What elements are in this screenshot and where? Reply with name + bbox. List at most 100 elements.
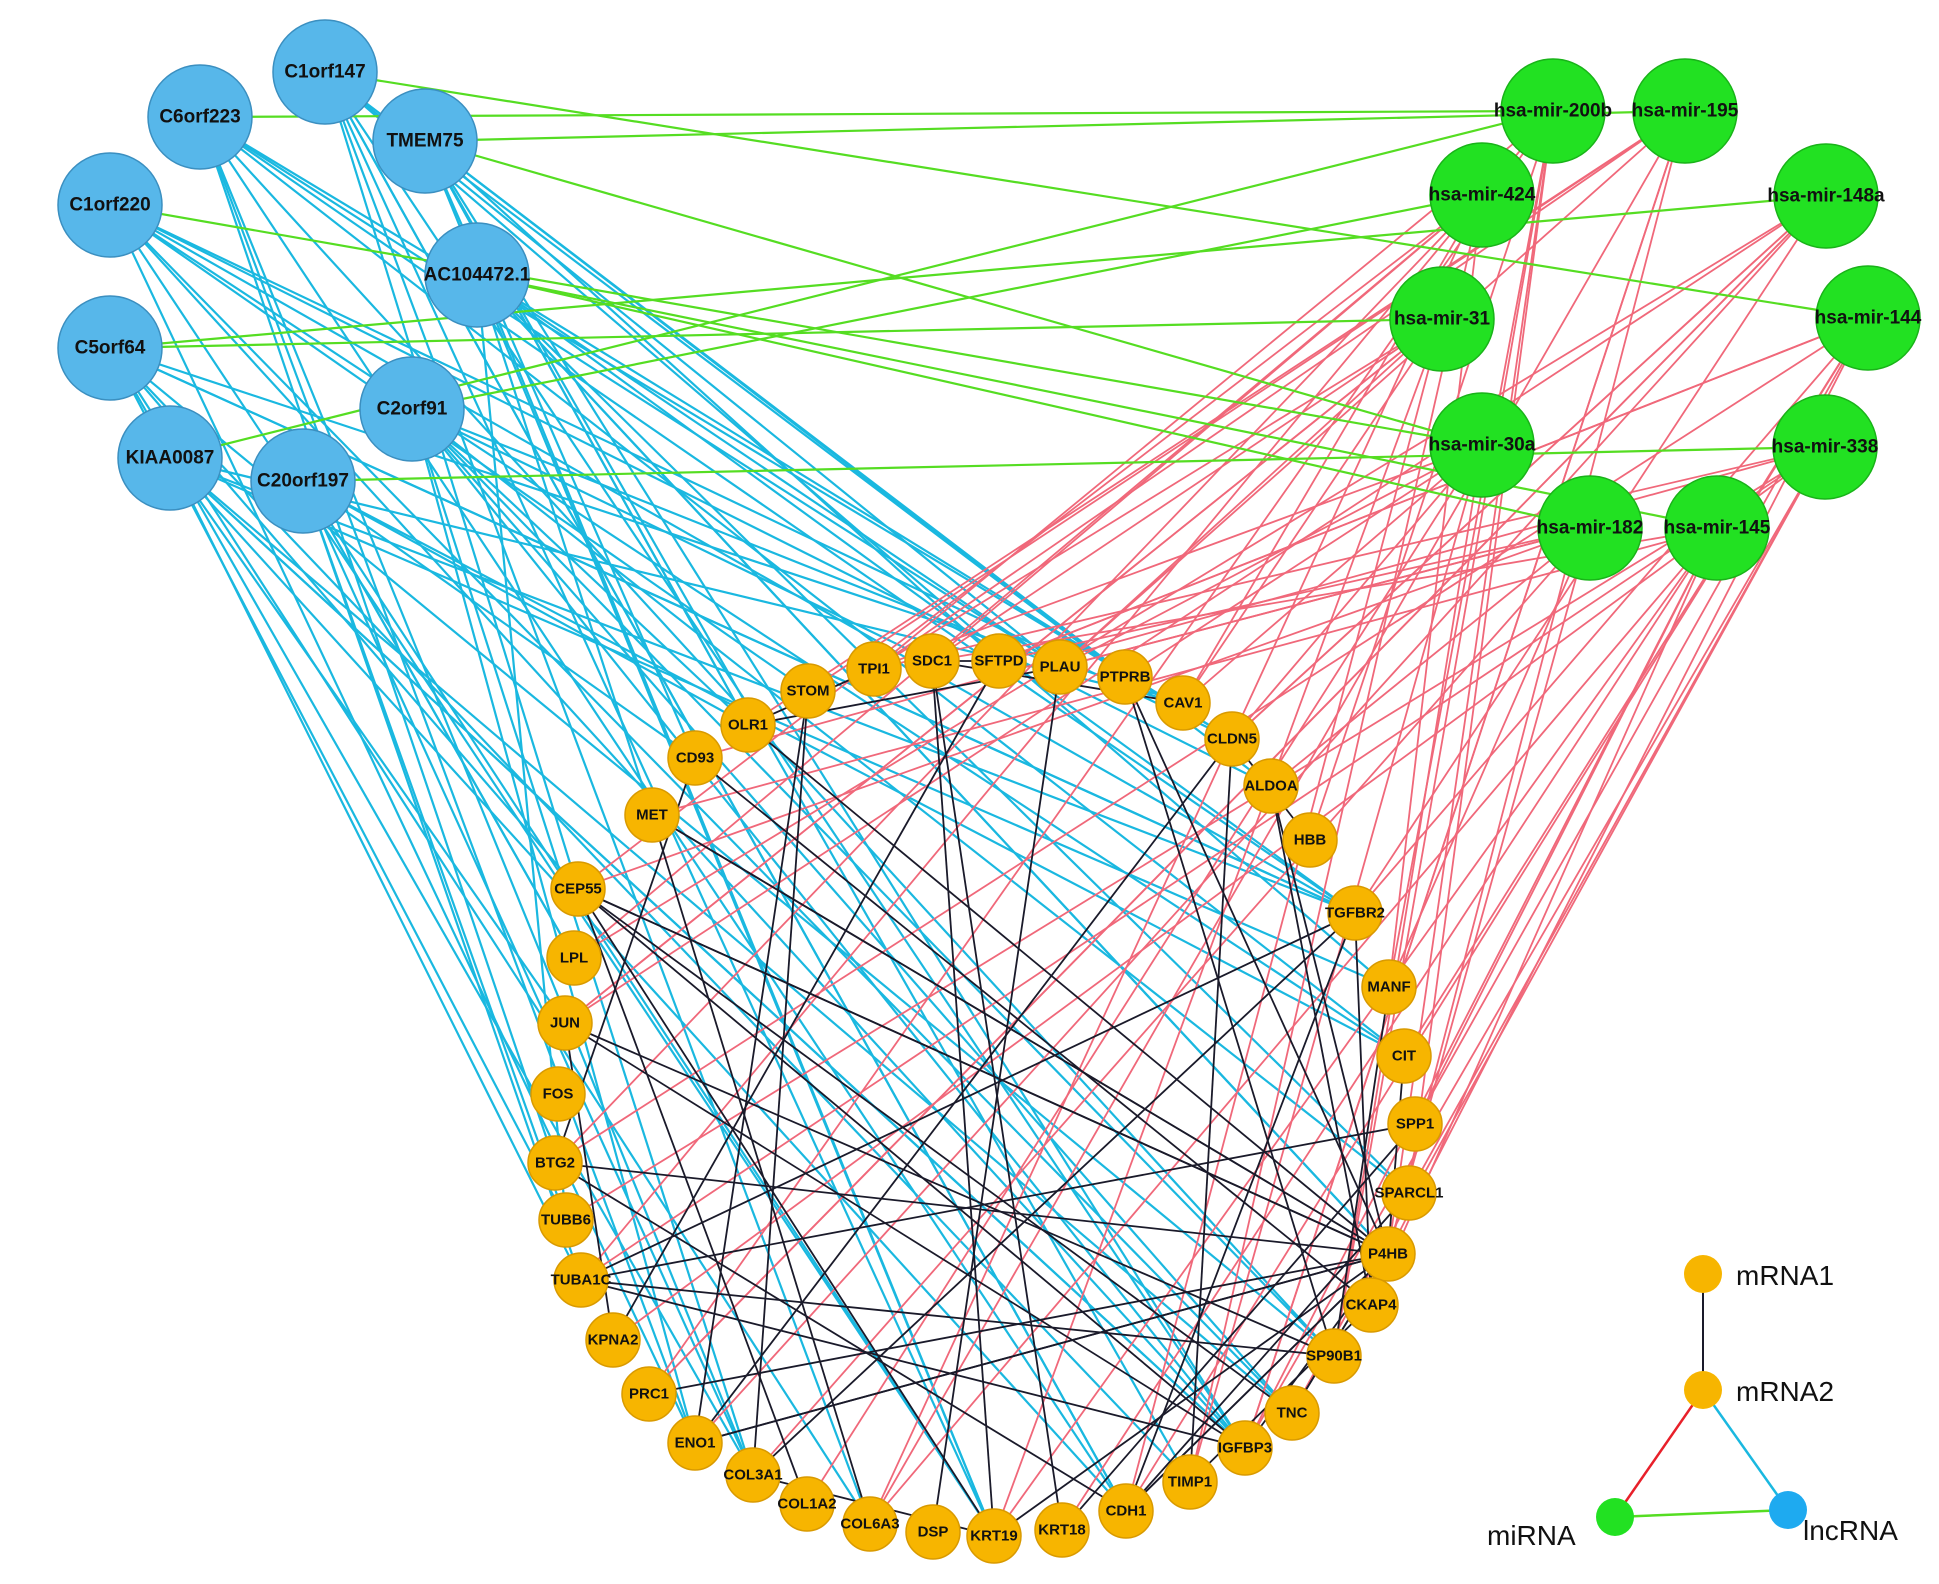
mrna-node: MET — [624, 787, 680, 843]
edge-mrna-mrna — [1189, 738, 1233, 1483]
mrna-node-label: ALDOA — [1244, 778, 1297, 795]
mrna-node-circle — [779, 1476, 835, 1532]
mrna-node-circle — [720, 697, 776, 753]
edge-mrna-mrna — [993, 1253, 1389, 1537]
mrna-node-circle — [527, 1135, 583, 1191]
edge-mirna-mrna — [1388, 527, 1591, 988]
mrna-node: ENO1 — [667, 1415, 723, 1471]
mrna-node-label: CDH1 — [1106, 1503, 1147, 1520]
lncrna-node: C20orf197 — [250, 428, 356, 534]
edge-lncrna-mirna — [411, 193, 1483, 411]
mrna-node-circle — [667, 1415, 723, 1471]
mrna-node: CKAP4 — [1343, 1277, 1399, 1333]
edge-mrna-mrna — [694, 757, 1372, 1306]
edge-mirna-mrna — [1333, 110, 1554, 1357]
mrna-node-circle — [1032, 639, 1088, 695]
mrna-node: ALDOA — [1243, 758, 1299, 814]
edge-lncrna-mrna — [302, 480, 575, 959]
mrna-node-label: TUBB6 — [541, 1212, 591, 1229]
mrna-node: CLDN5 — [1204, 711, 1260, 767]
lncrna-node: KIAA0087 — [117, 405, 223, 511]
edge-mrna-mrna — [752, 912, 1356, 1476]
edge-lncrna-mrna — [199, 116, 1061, 668]
mrna-node-circle — [667, 730, 723, 786]
mrna-node: BTG2 — [527, 1135, 583, 1191]
edge-lncrna-mrna — [109, 204, 995, 1537]
edge-mrna-mrna — [932, 666, 1061, 1533]
mrna-node-label: SPARCL1 — [1375, 1185, 1444, 1202]
edge-lncrna-mirna — [424, 139, 1483, 447]
mrna-node: IGFBP3 — [1217, 1420, 1273, 1476]
mirna-node-label: hsa-mir-182 — [1537, 518, 1644, 539]
mrna-node-label: TPI1 — [858, 661, 890, 678]
lncrna-node-label: TMEM75 — [386, 131, 464, 152]
edge-lncrna-mrna — [411, 408, 1246, 1449]
edge-mirna-mrna — [1244, 110, 1686, 1449]
lncrna-node-label: C6orf223 — [159, 107, 240, 128]
network-nodes: C1orf147C6orf223TMEM75C1orf220AC104472.1… — [57, 19, 1922, 1564]
mrna-node: SP90B1 — [1306, 1328, 1362, 1384]
edge-mrna-mrna — [694, 690, 809, 1444]
legend-edge-mrna2-lncrna — [1701, 1389, 1790, 1511]
edge-mrna-mrna — [1125, 912, 1356, 1512]
edge-mrna-mrna — [577, 888, 808, 1505]
mrna-node: KRT18 — [1034, 1502, 1090, 1558]
mrna-node-label: TIMP1 — [1168, 1474, 1212, 1491]
lncrna-node-circle — [424, 222, 530, 328]
mrna-node-circle — [842, 1496, 898, 1552]
edge-lncrna-mrna — [169, 457, 1127, 1512]
edge-mirna-mrna — [564, 195, 1827, 1024]
mirna-node: hsa-mir-145 — [1664, 475, 1771, 581]
edge-lncrna-mirna — [109, 203, 1483, 447]
edge-lncrna-mrna — [199, 116, 1356, 914]
mrna-node-label: PRC1 — [629, 1386, 669, 1403]
edge-lncrna-mrna — [109, 204, 809, 692]
mrna-node-circle — [1264, 1385, 1320, 1441]
mirna-node-label: hsa-mir-144 — [1815, 308, 1922, 329]
mirna-node-circle — [1429, 142, 1535, 248]
edge-mirna-mrna — [807, 110, 1686, 692]
mrna-node: TNC — [1264, 1385, 1320, 1441]
mrna-node-circle — [904, 633, 960, 689]
mirna-node-label: hsa-mir-338 — [1772, 437, 1879, 458]
mrna-node-circle — [1361, 959, 1417, 1015]
edge-lncrna-mrna — [169, 457, 566, 1024]
lncrna-node-label: KIAA0087 — [126, 448, 215, 469]
mirna-node: hsa-mir-144 — [1815, 265, 1922, 371]
mrna-node: MANF — [1361, 959, 1417, 1015]
mrna-node: KRT19 — [966, 1508, 1022, 1564]
mrna-node-label: BTG2 — [535, 1155, 575, 1172]
lncrna-node-circle — [117, 405, 223, 511]
mrna-node: SDC1 — [904, 633, 960, 689]
edge-lncrna-mrna — [302, 480, 696, 759]
mirna-node-circle — [1500, 58, 1606, 164]
mrna-node: PLAU — [1032, 639, 1088, 695]
edge-mirna-mrna — [1124, 444, 1483, 678]
mrna-node-circle — [1306, 1328, 1362, 1384]
edge-mirna-mrna — [1408, 446, 1826, 1194]
edge-mirna-mrna — [873, 110, 1686, 670]
edge-mirna-mrna — [1059, 444, 1483, 668]
edge-mirna-mrna — [873, 444, 1483, 670]
edge-mirna-mrna — [993, 318, 1443, 1537]
mrna-node-label: STOM — [786, 683, 829, 700]
lncrna-node: TMEM75 — [372, 88, 478, 194]
edge-mirna-mrna — [1059, 110, 1686, 668]
mrna-node: DSP — [905, 1504, 961, 1560]
mrna-node-label: MET — [636, 807, 668, 824]
mrna-node-circle — [1217, 1420, 1273, 1476]
lncrna-node-circle — [372, 88, 478, 194]
edge-mrna-mrna — [554, 1162, 1127, 1512]
legend-lncrna-node — [1769, 1491, 1807, 1529]
edge-lncrna-mrna — [109, 204, 1272, 787]
edge-lncrna-mrna — [411, 408, 1293, 1414]
mrna-node-label: IGFBP3 — [1218, 1440, 1272, 1457]
mrna-node-circle — [1327, 885, 1383, 941]
mrna-node-circle — [971, 633, 1027, 689]
mrna-node: CD93 — [667, 730, 723, 786]
edge-lncrna-mrna — [109, 204, 1405, 1057]
mrna-node-label: PTPRB — [1100, 669, 1151, 686]
mrna-node-circle — [966, 1508, 1022, 1564]
edge-lncrna-mirna — [324, 70, 1869, 320]
